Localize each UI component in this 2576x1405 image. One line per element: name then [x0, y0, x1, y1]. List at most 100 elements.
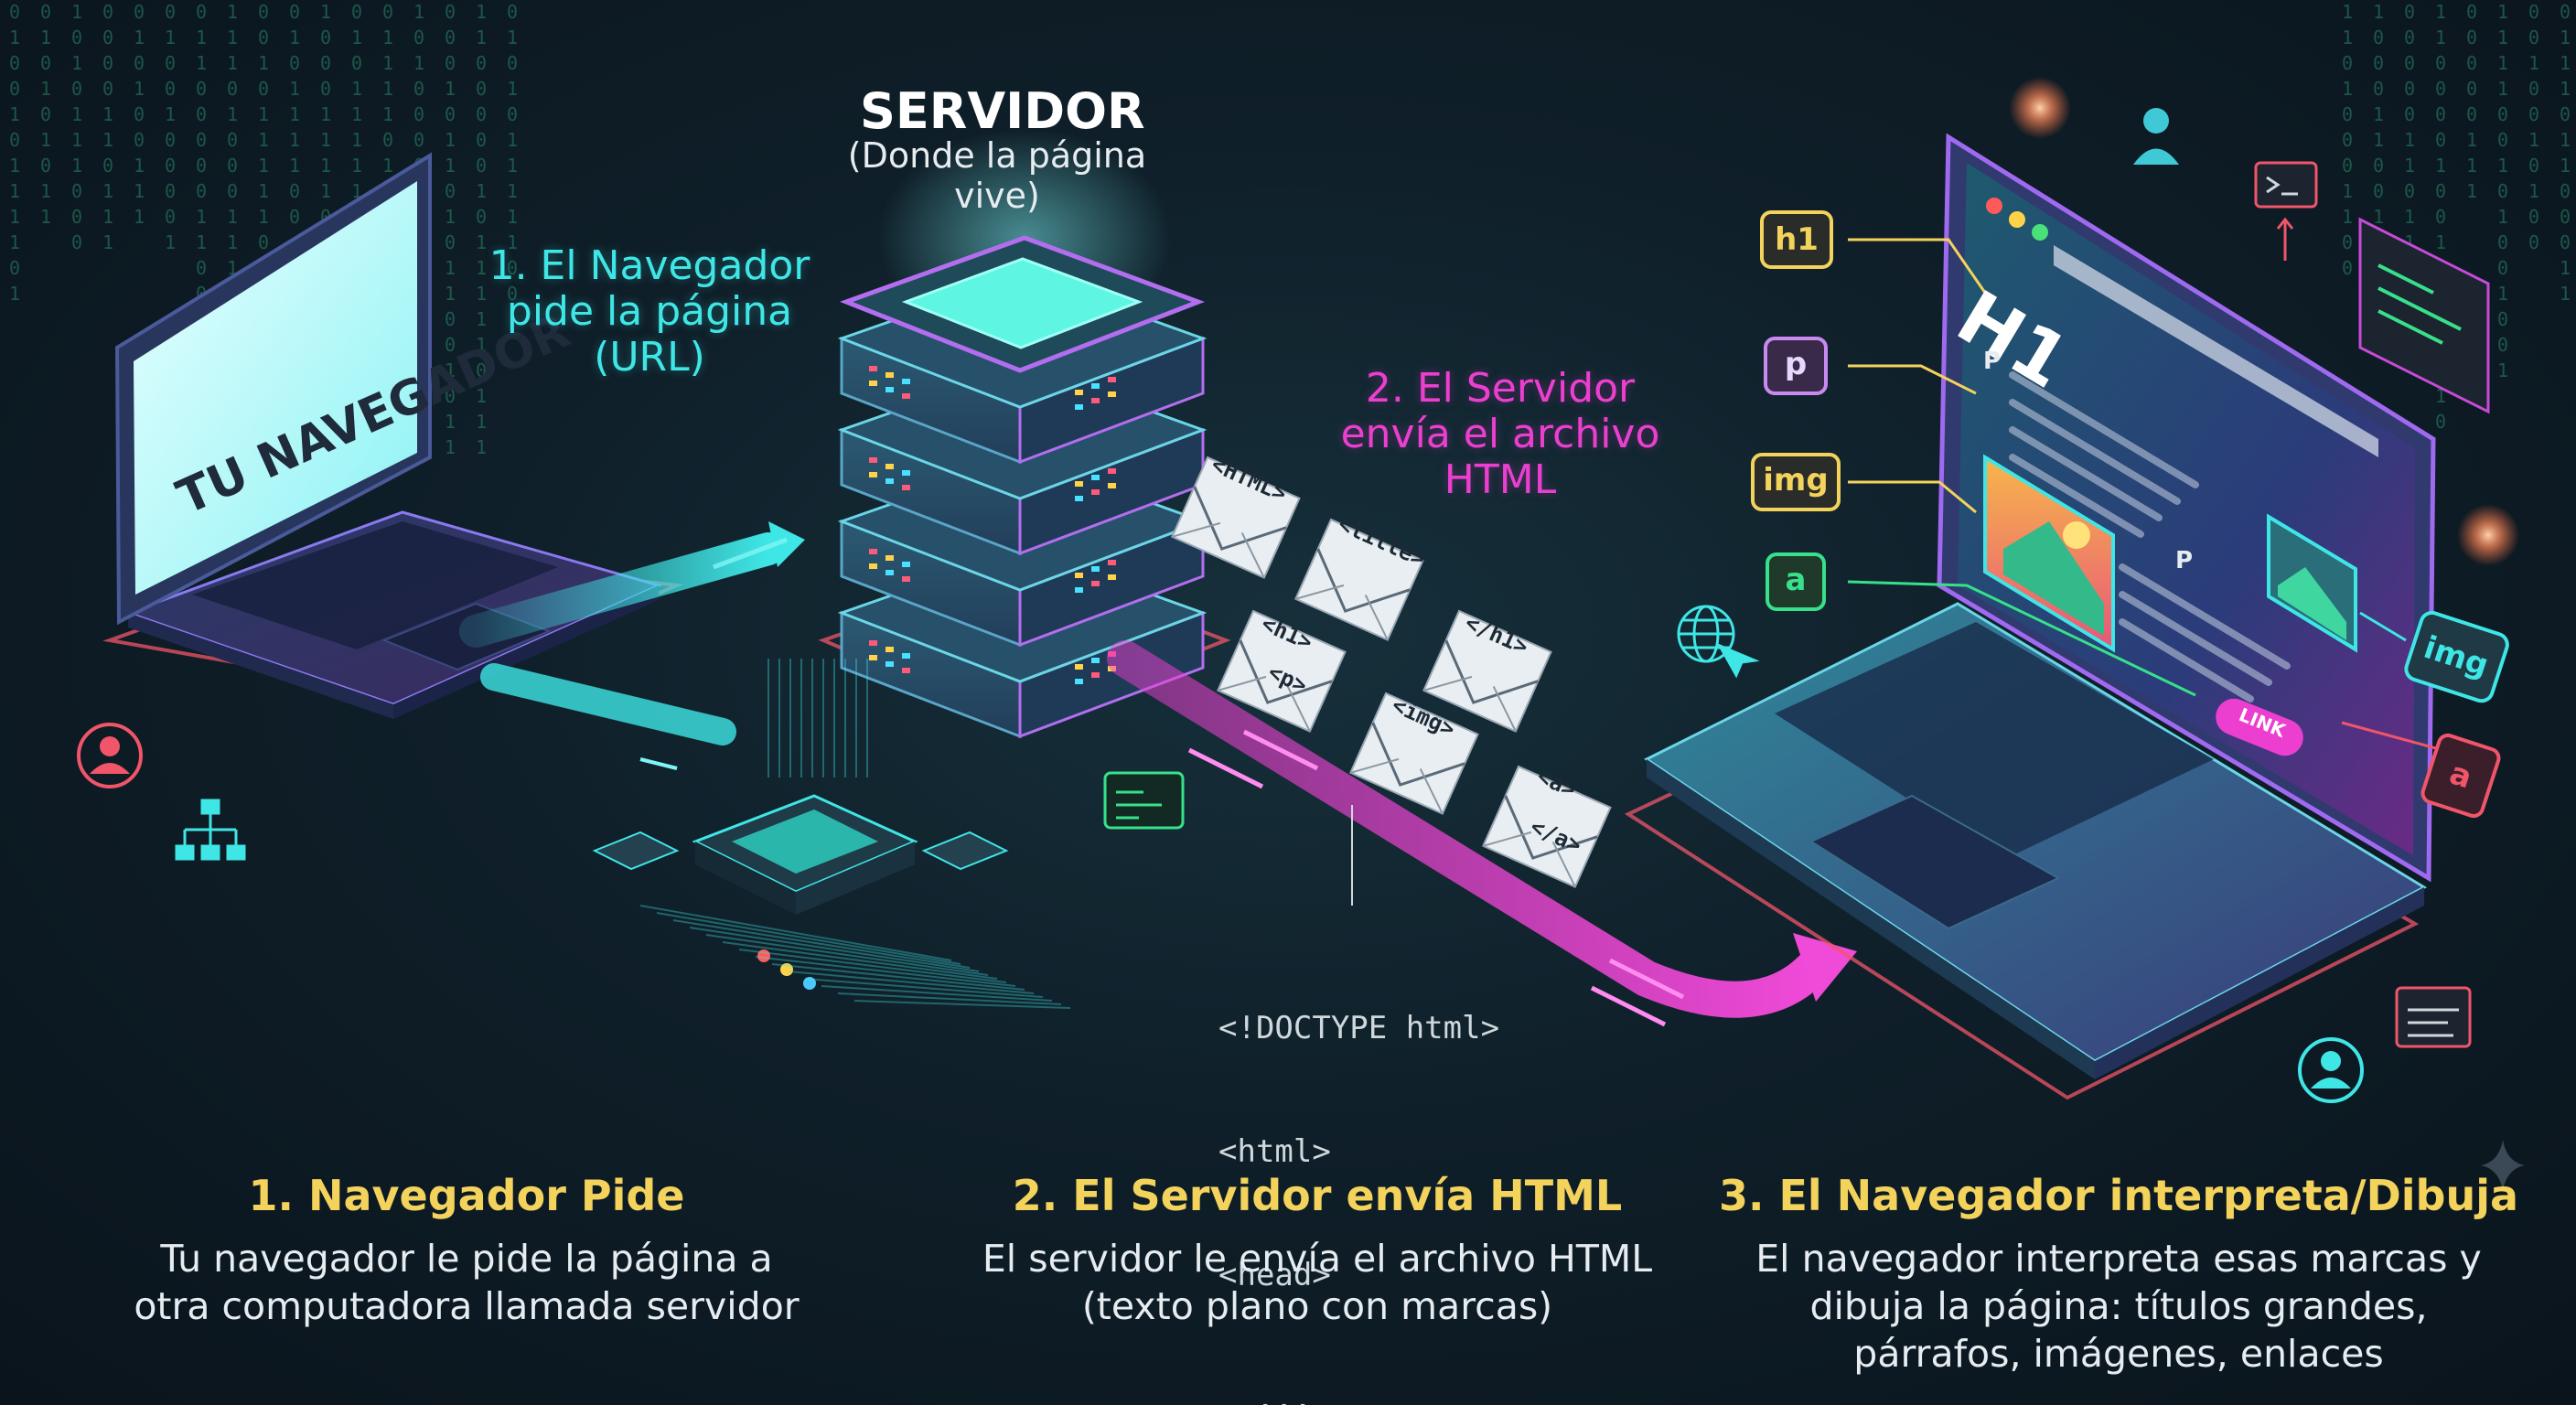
svg-text:1: 1	[9, 206, 20, 228]
svg-text:0: 0	[2497, 129, 2508, 151]
svg-text:0: 0	[507, 1, 518, 23]
svg-text:1: 1	[71, 1, 82, 23]
svg-text:1: 1	[445, 155, 456, 177]
svg-text:1: 1	[102, 180, 113, 202]
svg-text:1: 1	[9, 283, 20, 305]
svg-text:1: 1	[382, 103, 393, 125]
svg-text:1: 1	[476, 411, 487, 433]
svg-text:0: 0	[102, 155, 113, 177]
svg-text:1: 1	[258, 103, 269, 125]
svg-text:1: 1	[413, 1, 424, 23]
request-label-line-1: 1. El Navegador	[488, 242, 810, 289]
svg-text:1: 1	[382, 27, 393, 48]
svg-text:0: 0	[40, 1, 51, 23]
caption-step-2-title: 2. El Servidor envía HTML	[1012, 1171, 1623, 1220]
svg-text:0: 0	[71, 180, 82, 202]
svg-text:0: 0	[476, 78, 487, 100]
svg-text:1: 1	[134, 155, 145, 177]
terminal-window-icon	[1103, 771, 1185, 830]
svg-text:1: 1	[2373, 1, 2384, 23]
svg-text:0: 0	[2560, 206, 2571, 228]
svg-text:1: 1	[102, 231, 113, 253]
svg-text:0: 0	[227, 78, 238, 100]
svg-text:0: 0	[445, 308, 456, 330]
svg-text:0: 0	[2435, 411, 2446, 433]
svg-text:1: 1	[9, 103, 20, 125]
svg-text:1: 1	[71, 52, 82, 74]
svg-text:0: 0	[445, 1, 456, 23]
svg-text:1: 1	[9, 27, 20, 48]
svg-text:1: 1	[476, 27, 487, 48]
svg-text:1: 1	[476, 231, 487, 253]
svg-text:1: 1	[445, 436, 456, 458]
svg-text:0: 0	[2435, 129, 2446, 151]
svg-text:0: 0	[289, 1, 300, 23]
code-line-3: <head>	[1218, 1257, 1331, 1293]
svg-text:1: 1	[445, 359, 456, 381]
caption-step-1-desc: Tu navegador le pide la página a otra co…	[55, 1235, 878, 1330]
svg-text:1: 1	[9, 180, 20, 202]
svg-text:1: 1	[134, 206, 145, 228]
svg-text:0: 0	[165, 155, 176, 177]
svg-text:1: 1	[227, 1, 238, 23]
svg-text:1: 1	[2560, 257, 2571, 279]
svg-text:0: 0	[507, 283, 518, 305]
svg-text:1: 1	[40, 27, 51, 48]
svg-text:1: 1	[2466, 129, 2477, 151]
svg-text:0: 0	[258, 231, 269, 253]
svg-text:1: 1	[40, 206, 51, 228]
svg-text:1: 1	[382, 155, 393, 177]
svg-text:0: 0	[2342, 155, 2353, 177]
svg-text:1: 1	[2560, 283, 2571, 305]
svg-text:0: 0	[507, 257, 518, 279]
svg-text:0: 0	[2497, 103, 2508, 125]
svg-text:1: 1	[165, 231, 176, 253]
svg-text:1: 1	[2404, 155, 2415, 177]
svg-text:0: 0	[9, 52, 20, 74]
svg-text:1: 1	[2342, 206, 2353, 228]
svg-text:0: 0	[2373, 78, 2384, 100]
svg-text:0: 0	[258, 78, 269, 100]
svg-text:0: 0	[2466, 78, 2477, 100]
send-label-line-3: HTML	[1444, 456, 1557, 503]
svg-text:0: 0	[134, 103, 145, 125]
svg-text:0: 0	[2466, 27, 2477, 48]
svg-text:1: 1	[289, 27, 300, 48]
svg-text:1: 1	[382, 52, 393, 74]
svg-text:0: 0	[196, 78, 207, 100]
svg-text:0: 0	[2528, 1, 2539, 23]
tag-img: img	[1763, 462, 1829, 499]
svg-text:1: 1	[258, 180, 269, 202]
svg-text:0: 0	[320, 78, 331, 100]
svg-text:1: 1	[2373, 129, 2384, 151]
caption-step-1-line-2: otra computadora llamada servidor	[134, 1284, 800, 1328]
svg-text:0: 0	[196, 257, 207, 279]
svg-text:0: 0	[2404, 27, 2415, 48]
tag-p: p	[1784, 346, 1808, 382]
caption-step-2-line-1: El servidor le envía el archivo HTML	[982, 1237, 1653, 1281]
svg-text:0: 0	[2404, 78, 2415, 100]
svg-text:1: 1	[196, 27, 207, 48]
svg-text:1: 1	[476, 308, 487, 330]
svg-text:1: 1	[351, 155, 362, 177]
svg-text:1: 1	[9, 155, 20, 177]
svg-text:1: 1	[507, 78, 518, 100]
svg-text:1: 1	[2342, 27, 2353, 48]
svg-text:0: 0	[102, 52, 113, 74]
svg-text:0: 0	[196, 180, 207, 202]
svg-text:1: 1	[320, 155, 331, 177]
svg-text:0: 0	[2404, 1, 2415, 23]
svg-text:1: 1	[196, 231, 207, 253]
svg-text:0: 0	[165, 206, 176, 228]
svg-text:1: 1	[2560, 155, 2571, 177]
caption-step-3-desc: El navegador interpreta esas marcas y di…	[1707, 1235, 2530, 1378]
svg-text:1: 1	[2466, 180, 2477, 202]
svg-text:1: 1	[196, 52, 207, 74]
svg-text:0: 0	[2342, 231, 2353, 253]
svg-text:0: 0	[258, 27, 269, 48]
svg-text:0: 0	[2373, 180, 2384, 202]
svg-text:0: 0	[2435, 206, 2446, 228]
svg-text:1: 1	[9, 231, 20, 253]
svg-text:0: 0	[2497, 334, 2508, 356]
